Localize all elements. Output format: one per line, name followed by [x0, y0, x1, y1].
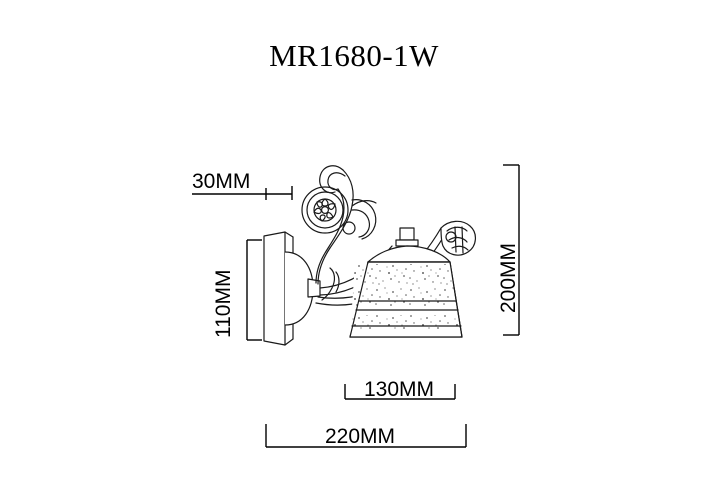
wall-backplate: [263, 231, 321, 346]
dimension-30mm: [192, 186, 293, 200]
dimension-label-220mm: 220MM: [325, 425, 396, 448]
lamp-illustration: [263, 165, 476, 346]
lampshade: [349, 227, 463, 338]
dimension-110mm: [246, 239, 262, 341]
dimension-label-200mm: 200MM: [497, 242, 520, 313]
page-title: MR1680-1W: [269, 38, 439, 73]
dimension-220mm: [265, 424, 467, 448]
rosette-flower: [313, 198, 336, 222]
dimension-130mm: [344, 384, 456, 400]
shade-texture-band-upper: [350, 264, 460, 306]
shade-texture-band-lower: [350, 315, 460, 329]
dimension-200mm: [503, 164, 520, 336]
scrollwork-ornament: [301, 165, 377, 301]
dimension-label-130mm: 130MM: [364, 378, 435, 401]
dimension-label-110mm: 110MM: [212, 269, 235, 338]
dimension-label-30mm: 30MM: [192, 170, 251, 193]
finial-ornament: [440, 220, 476, 256]
